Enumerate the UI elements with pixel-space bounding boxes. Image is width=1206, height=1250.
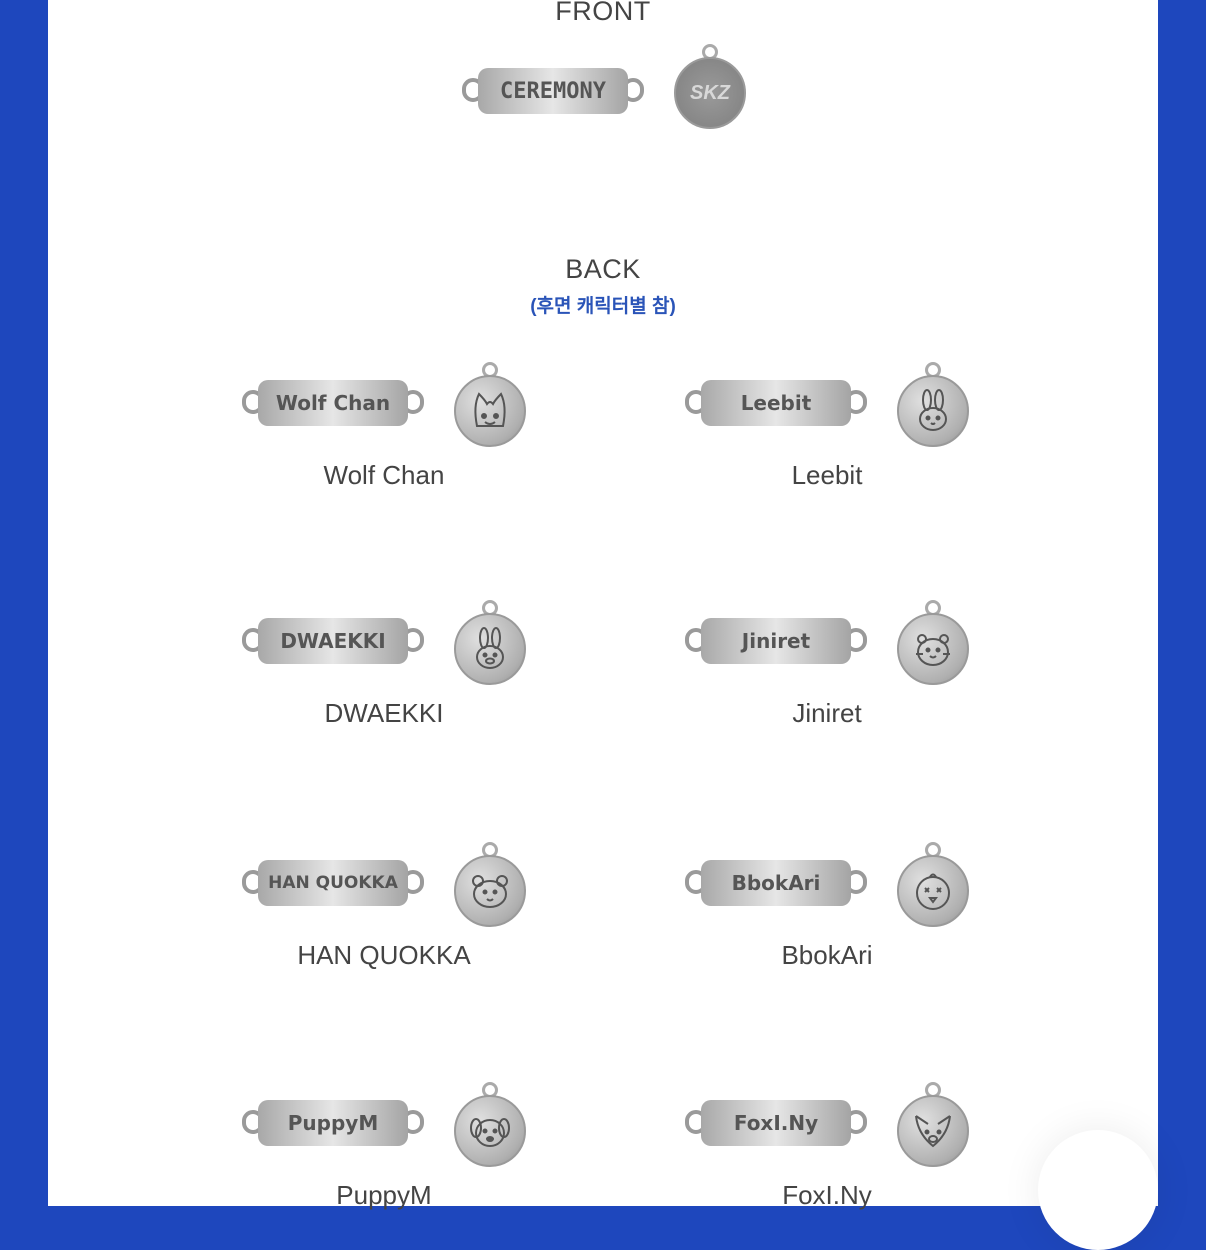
character-coin-charm [454,1082,526,1168]
skz-coin-charm: SKZ [674,44,746,130]
name-bar-charm: HAN QUOKKA [242,860,424,906]
floating-action-button[interactable] [1038,1130,1158,1250]
character-name: Leebit [791,460,863,490]
character-name: PuppyM [336,1180,432,1210]
chick-face-icon [897,855,969,927]
character-coin-charm [897,600,969,686]
front-heading: FRONT [555,0,651,26]
character-name: FoxI.Ny [782,1180,872,1210]
character-name: DWAEKKI [324,698,444,728]
character-charm-wolf-chan: Wolf Chan Wolf Chan [242,362,542,502]
ceremony-bar-charm: CEREMONY [462,68,644,114]
character-charm-foxiny: FoxI.Ny FoxI.Ny [685,1082,985,1222]
character-coin-charm [454,600,526,686]
character-name: HAN QUOKKA [297,940,471,970]
back-heading: BACK [565,254,641,284]
character-charm-han-quokka: HAN QUOKKA HAN QUOKKA [242,842,542,982]
puppy-face-icon [454,1095,526,1167]
back-subtitle: (후면 캐릭터별 참) [530,296,676,317]
front-charm-set: CEREMONY SKZ [462,44,762,184]
character-name: BbokAri [781,940,873,970]
quokka-face-icon [454,855,526,927]
character-coin-charm [897,842,969,928]
name-bar-charm: Leebit [685,380,867,426]
pig-rabbit-face-icon [454,613,526,685]
character-name: Jiniret [792,698,862,728]
name-bar-charm: Wolf Chan [242,380,424,426]
name-bar-charm: BbokAri [685,860,867,906]
character-charm-dwaekki: DWAEKKI DWAEKKI [242,600,542,740]
character-charm-leebit: Leebit Leebit [685,362,985,502]
name-bar-charm: PuppyM [242,1100,424,1146]
character-charm-jiniret: Jiniret Jiniret [685,600,985,740]
product-detail-page: FRONT CEREMONY SKZ BACK (후면 캐릭터별 참) Wolf… [48,0,1158,1210]
character-charm-bbokari: BbokAri BbokAri [685,842,985,982]
wolf-face-icon [454,375,526,447]
character-coin-charm [897,362,969,448]
character-name: Wolf Chan [323,460,445,490]
rabbit-face-icon [897,375,969,447]
name-bar-charm: FoxI.Ny [685,1100,867,1146]
name-bar-charm: DWAEKKI [242,618,424,664]
character-coin-charm [454,842,526,928]
fox-face-icon [897,1095,969,1167]
character-charm-puppym: PuppyM PuppyM [242,1082,542,1222]
character-coin-charm [454,362,526,448]
skz-logo-icon: SKZ [674,57,746,129]
ferret-face-icon [897,613,969,685]
character-coin-charm [897,1082,969,1168]
name-bar-charm: Jiniret [685,618,867,664]
